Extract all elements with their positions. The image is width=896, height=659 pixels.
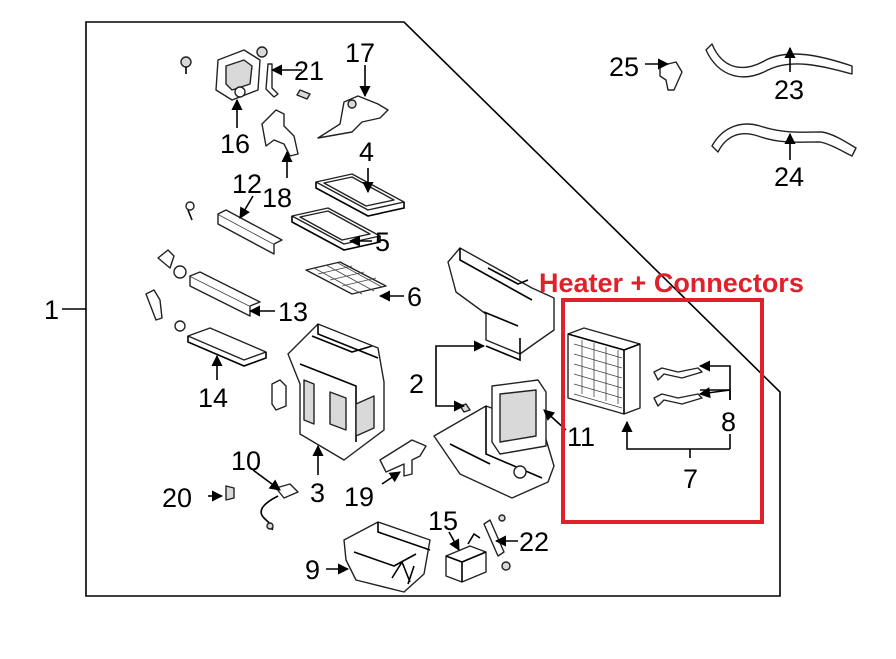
heater-core-7-icon [567, 327, 641, 415]
label-17: 17 [345, 38, 375, 68]
label-12: 12 [232, 169, 262, 199]
label-14: 14 [198, 383, 228, 413]
label-19: 19 [344, 482, 374, 512]
label-21: 21 [294, 56, 324, 86]
duct-upper-2-icon [447, 247, 555, 362]
hose-24-icon [711, 123, 857, 157]
label-25: 25 [609, 52, 639, 82]
label-18: 18 [262, 183, 292, 213]
label-24: 24 [774, 162, 804, 192]
assembly-border [85, 21, 781, 597]
heater-case-3-icon [287, 323, 385, 461]
blower-lower-9-icon [343, 521, 431, 593]
bracket-18-icon [261, 109, 299, 157]
door-14-icon [174, 320, 267, 367]
bracket-19-icon [379, 439, 427, 477]
filter-mesh-6-icon [305, 261, 387, 295]
screw-20-icon [225, 485, 235, 501]
bracket-21-icon [265, 63, 279, 98]
bolt-icon [180, 46, 311, 100]
lever-17-icon [317, 95, 389, 139]
label-9: 9 [305, 555, 320, 585]
heater-callout-title: Heater + Connectors [539, 268, 804, 298]
filter-frame-5-icon [291, 207, 381, 251]
door-12-icon [185, 201, 283, 255]
resistor-15-icon [445, 532, 487, 583]
label-13: 13 [278, 297, 308, 327]
clip-icon [271, 379, 287, 411]
label-1: 1 [44, 295, 59, 325]
label-15: 15 [428, 506, 458, 536]
connector-22-icon [483, 514, 511, 571]
heater-callout-box [561, 298, 764, 524]
door-13-icon [145, 249, 261, 321]
label-7: 7 [683, 464, 698, 494]
part-drawings [145, 43, 857, 593]
label-16: 16 [220, 129, 250, 159]
label-23: 23 [774, 75, 804, 105]
wire-harness-10-icon [260, 483, 299, 531]
actuator-motor-icon [215, 49, 261, 101]
hose-23-icon [705, 43, 853, 78]
label-4: 4 [359, 137, 374, 167]
label-22: 22 [519, 527, 549, 557]
label-2: 2 [409, 369, 424, 399]
core-frame-11-icon [459, 379, 547, 455]
clip-25-icon [659, 61, 683, 91]
label-5: 5 [375, 227, 390, 257]
label-3: 3 [310, 478, 325, 508]
label-6: 6 [407, 282, 422, 312]
heater-connector-8-icon [653, 367, 703, 407]
leader-lines [208, 46, 796, 575]
filter-frame-4-icon [315, 173, 405, 217]
label-8: 8 [721, 407, 736, 437]
label-11: 11 [567, 422, 595, 452]
label-10: 10 [231, 446, 261, 476]
label-20: 20 [162, 483, 192, 513]
